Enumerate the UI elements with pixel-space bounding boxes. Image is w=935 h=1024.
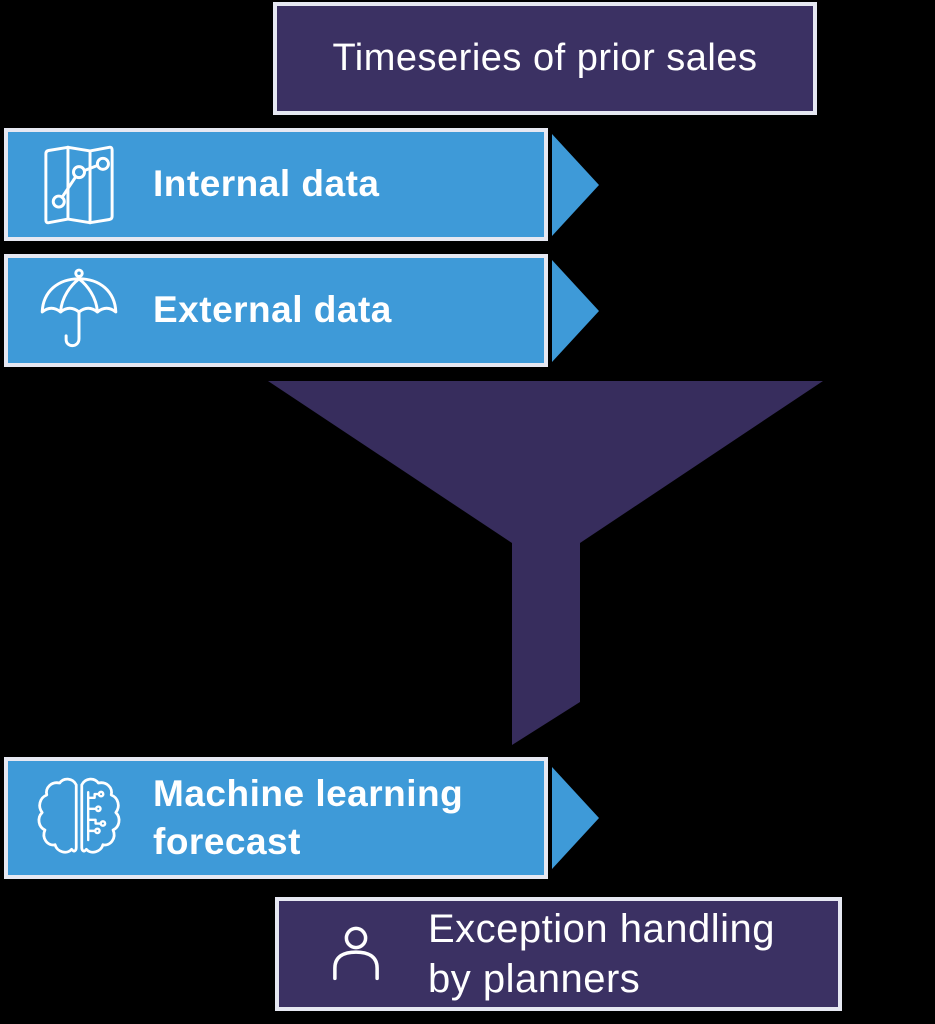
- umbrella-icon: [33, 265, 125, 357]
- external-data-box: External data: [4, 254, 548, 367]
- internal-data-box: Internal data: [4, 128, 548, 241]
- flow-arrow-right: [552, 260, 599, 362]
- timeseries-label: Timeseries of prior sales: [332, 37, 758, 79]
- internal-data-label: Internal data: [153, 163, 380, 205]
- funnel-shape: [268, 381, 823, 745]
- external-data-label: External data: [153, 289, 392, 331]
- brain-circuit-icon: [33, 772, 125, 864]
- flow-arrow-right: [552, 767, 599, 869]
- exception-handling-line1: Exception handling: [428, 907, 776, 951]
- timeseries-box: Timeseries of prior sales: [273, 2, 817, 115]
- ml-forecast-line1: Machine learning: [153, 772, 464, 814]
- ml-forecast-label: Machine learning forecast: [153, 770, 463, 866]
- exception-handling-box: Exception handling by planners: [275, 897, 842, 1011]
- ml-forecast-line2: forecast: [153, 821, 301, 862]
- person-icon: [324, 916, 388, 992]
- folded-map-chart-icon: [33, 139, 125, 231]
- exception-handling-label: Exception handling by planners: [428, 904, 775, 1004]
- flow-arrow-right: [552, 134, 599, 236]
- ml-forecast-box: Machine learning forecast: [4, 757, 548, 879]
- exception-handling-line2: by planners: [428, 957, 641, 1001]
